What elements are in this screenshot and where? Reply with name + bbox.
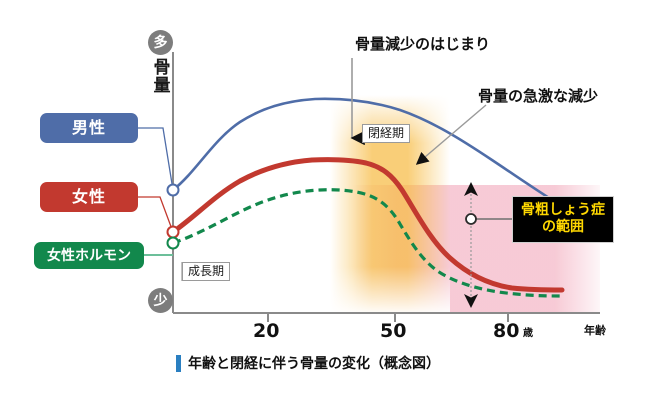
osteoporosis-range-callout: 骨粗しょう症 の範囲 — [512, 196, 614, 243]
legend-label-hormone: 女性ホルモン — [47, 247, 131, 264]
legend-label-male: 男性 — [71, 118, 106, 137]
x-tick-50: 50 — [380, 320, 407, 342]
growth-period-label: 成長期 — [182, 262, 231, 282]
legend-item-female[interactable]: 女性 — [40, 182, 138, 212]
series-hormone-line — [172, 188, 563, 298]
y-axis-title: 骨量 — [153, 58, 171, 96]
y-axis-low-badge: 少 — [148, 288, 173, 313]
legend-label-female: 女性 — [71, 187, 106, 206]
chart-axes — [172, 52, 600, 322]
series-male-line — [171, 97, 564, 208]
y-axis-high-badge: 多 — [148, 30, 173, 55]
x-axis-unit: 歳 — [523, 328, 533, 339]
figure-caption: 年齢と閉経に伴う骨量の変化（概念図） — [176, 355, 440, 372]
osteoporosis-range-indicator — [464, 182, 516, 308]
curve-origin-markers — [166, 183, 180, 250]
caption-text: 年齢と閉経に伴う骨量の変化（概念図） — [188, 355, 440, 372]
annotation-start-of-decline: 骨量減少のはじまり — [355, 35, 491, 53]
caption-accent-bar — [176, 355, 181, 372]
annotation-rapid-decline: 骨量の急激な減少 — [478, 87, 599, 105]
series-female-line — [170, 157, 565, 293]
x-axis-title: 年齢 — [584, 324, 606, 337]
legend-item-hormone[interactable]: 女性ホルモン — [34, 242, 144, 269]
legend-connectors — [138, 127, 174, 256]
osteoporosis-callout-line2: の範囲 — [542, 218, 584, 235]
x-tick-20: 20 — [253, 320, 280, 342]
osteoporosis-callout-line1: 骨粗しょう症 — [521, 202, 605, 218]
menopause-period-label: 閉経期 — [362, 124, 411, 144]
x-tick-80: 80 — [493, 320, 520, 342]
annotation-leader-rapid-decline — [415, 104, 487, 165]
legend-item-male[interactable]: 男性 — [40, 113, 138, 143]
